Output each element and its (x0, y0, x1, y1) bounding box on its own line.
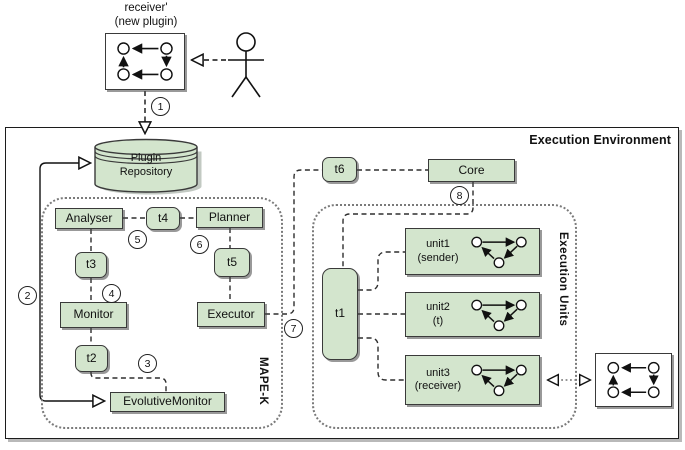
t1-unit1-link (358, 251, 405, 291)
t5-label: t5 (226, 254, 237, 269)
plugin-repository-cylinder (94, 138, 202, 195)
core-label: Core (458, 162, 485, 177)
execution-environment-box (5, 127, 679, 439)
unit1-role: (sender) (417, 251, 459, 264)
step-4-number: 4 (108, 287, 115, 300)
petri-net-3-icon (471, 299, 527, 331)
monitor-label: Monitor (73, 307, 114, 322)
unit3-box: unit3 (receiver) (405, 355, 540, 405)
t3-box: t3 (75, 252, 107, 278)
execution-environment-title: Execution Environment (529, 133, 671, 147)
monitor-box: Monitor (60, 302, 127, 328)
step-1-badge: 1 (151, 97, 170, 116)
petri-net-4-icon (117, 42, 173, 81)
unit3-role: (receiver) (414, 380, 462, 392)
unit3-name: unit3 (426, 366, 450, 379)
t1-label: t1 (334, 306, 345, 321)
step-3-number: 3 (144, 357, 151, 370)
new-plugin-caption-line1: receiver' (124, 2, 168, 14)
evolutive-monitor-label: EvolutiveMonitor (123, 394, 212, 409)
t2-box: t2 (75, 345, 108, 372)
evolutive-monitor-box: EvolutiveMonitor (110, 392, 225, 412)
step-6-badge: 6 (190, 235, 209, 254)
t6-label: t6 (334, 161, 345, 176)
t6-box: t6 (322, 157, 357, 182)
unit2-role: (t) (432, 314, 444, 327)
core-box: Core (428, 159, 515, 182)
step-5-badge: 5 (128, 230, 147, 249)
actor-icon (228, 32, 264, 98)
step-8-number: 8 (456, 189, 463, 202)
petri-net-3-icon (471, 364, 527, 397)
t2-label: t2 (86, 350, 97, 365)
executor-t6-link (265, 169, 322, 315)
t1-box: t1 (322, 268, 358, 360)
step-1-number: 1 (157, 100, 164, 113)
planner-box: Planner (196, 207, 263, 228)
petri-net-3-icon (471, 236, 527, 268)
unit1-box: unit1 (sender) (405, 228, 540, 275)
step-2-number: 2 (24, 289, 31, 302)
unit1-name: unit1 (426, 238, 450, 251)
t3-label: t3 (85, 257, 96, 272)
step-6-number: 6 (196, 238, 203, 251)
mape-k-group: MAPE-K (41, 197, 283, 429)
t2-evolutive-link (90, 372, 167, 392)
execution-units-label: Execution Units (557, 232, 569, 327)
external-plugin-box (595, 353, 672, 407)
t5-box: t5 (214, 248, 250, 277)
new-plugin-caption-line2: (new plugin) (114, 16, 178, 29)
step-2-badge: 2 (18, 286, 37, 305)
step-8-badge: 8 (450, 186, 469, 205)
t4-label: t4 (157, 210, 168, 225)
unit2-name: unit2 (426, 301, 450, 314)
petri-net-4-icon (607, 361, 660, 399)
repository-evolutive-link (39, 163, 104, 401)
t4-box: t4 (146, 207, 180, 230)
receiver-plugin-box (105, 33, 185, 90)
analyser-label: Analyser (65, 210, 113, 225)
plugin-repository-line2: Repository (119, 165, 173, 178)
core-t1-link (342, 182, 474, 268)
executor-label: Executor (207, 306, 255, 321)
planner-label: Planner (208, 209, 251, 224)
plugin-repository-line1: Plugin (130, 152, 162, 164)
execution-units-group: Execution Units (312, 204, 577, 429)
executor-box: Executor (197, 302, 265, 327)
step-7-number: 7 (290, 322, 297, 335)
step-7-badge: 7 (284, 319, 303, 338)
analyser-box: Analyser (55, 208, 123, 229)
step-4-badge: 4 (102, 284, 121, 303)
new-plugin-caption: receiver' (new plugin) (85, 1, 207, 30)
t1-unit3-link (358, 337, 405, 381)
plugin-repository-label: Plugin Repository (96, 152, 196, 180)
mape-k-label: MAPE-K (257, 356, 269, 405)
unit2-box: unit2 (t) (405, 292, 540, 337)
step-3-badge: 3 (138, 354, 157, 373)
step-5-number: 5 (134, 233, 141, 246)
